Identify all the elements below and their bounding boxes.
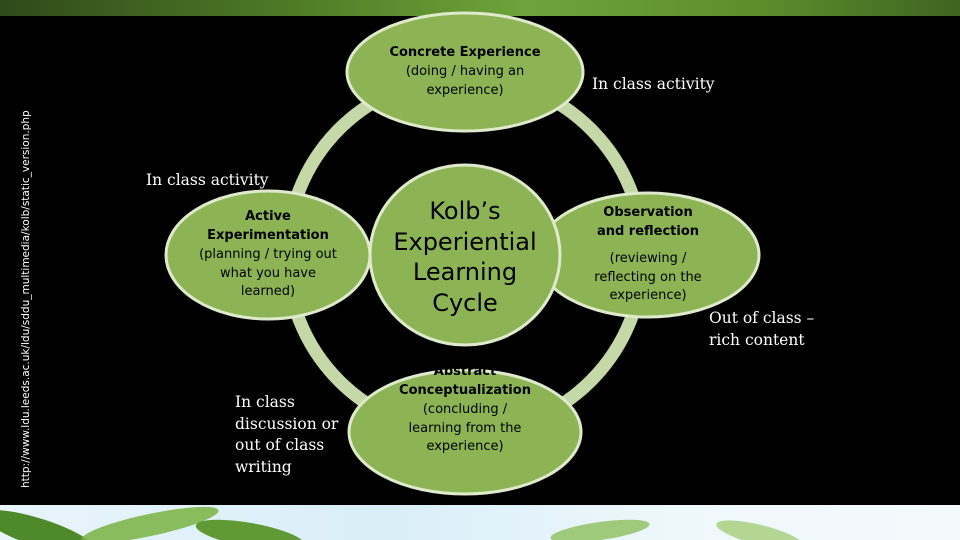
concrete-title: Concrete Experience (389, 45, 541, 60)
abstract-title-1: Abstract (433, 364, 497, 379)
active-experimentation-label: Active Experimentation (planning / tryin… (178, 208, 358, 302)
note-left-line-3: out of class (235, 436, 325, 455)
note-right-line-1: Out of class – (709, 309, 815, 327)
note-left: In class discussion or out of class writ… (235, 392, 338, 479)
cycle-title-line-4: Cycle (432, 289, 498, 318)
active-title-1: Active (245, 209, 291, 224)
bottom-decorative-band (0, 505, 960, 540)
note-left-line-2: discussion or (235, 414, 339, 433)
note-right-line-2: rich content (709, 330, 805, 349)
observation-title-2: and reflection (596, 223, 700, 239)
center-ellipse (368, 163, 562, 347)
cycle-title-line-2: Experiential (393, 227, 537, 256)
cycle-title-line-1: Kolb’s (429, 197, 501, 225)
abstract-desc-2: learning from the (408, 420, 522, 436)
top-decorative-band (0, 0, 960, 16)
concrete-experience-label: Concrete Experience (doing / having an e… (375, 44, 555, 101)
concrete-desc-2: experience) (426, 82, 504, 98)
cycle-title-line-3: Learning (412, 258, 518, 287)
active-desc-2: what you have (220, 265, 316, 281)
abstract-conceptualization-label: Abstract Conceptualization (concluding /… (385, 363, 545, 457)
source-url: http://www.ldu.leeds.ac.uk/ldu/sddu_mult… (20, 110, 32, 488)
note-top-left: In class activity (146, 171, 269, 189)
note-right: Out of class – rich content (709, 308, 814, 351)
abstract-desc-3: experience) (426, 439, 504, 455)
abstract-desc-1: (concluding / (422, 401, 508, 417)
observation-reflection-label: Observation and reflection (reviewing / … (573, 204, 723, 306)
active-title-2: Experimentation (207, 227, 329, 243)
leaf-decoration (0, 506, 804, 540)
observation-desc-3: experience) (609, 288, 687, 304)
observation-desc-1: (reviewing / (609, 250, 687, 266)
abstract-title-2: Conceptualization (399, 382, 531, 398)
observation-desc-2: reflecting on the (594, 269, 702, 285)
concrete-experience-ellipse (345, 11, 585, 133)
note-left-line-1: In class (235, 393, 295, 411)
active-desc-1: (planning / trying out (199, 246, 337, 262)
abstract-conceptualization-ellipse (347, 368, 583, 496)
concrete-desc-1: (doing / having an (405, 63, 525, 79)
active-desc-3: learned) (240, 284, 296, 300)
cycle-title: Kolb’s Experiential Learning Cycle (390, 196, 540, 319)
note-left-line-4: writing (235, 458, 292, 477)
observation-title-1: Observation (603, 205, 693, 220)
note-top-right: In class activity (592, 75, 715, 93)
